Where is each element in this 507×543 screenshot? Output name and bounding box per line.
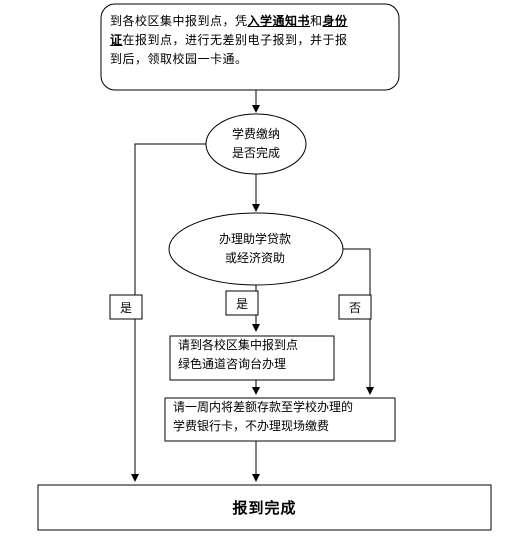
label-yes-middle-box: [225, 290, 259, 316]
start-box: 到各校区集中报到点，凭入学通知书和身份 证在报到点，进行无差别电子报到，并于报 …: [110, 12, 390, 74]
bank-deposit-line1: 请一周内将差额存款至学校办理的: [173, 400, 354, 414]
bank-deposit-shape: [164, 397, 396, 442]
bank-deposit-box: 请一周内将差额存款至学校办理的 学费银行卡，不办理现场缴费: [165, 398, 395, 441]
green-channel-line1: 请到各校区集中报到点: [178, 338, 299, 352]
start-box-shape: [100, 3, 400, 91]
decision-fee: 学费缴纳 是否完成: [206, 125, 306, 163]
start-line-3: 到后，领取校园一卡通。: [110, 52, 248, 66]
start-and-text: 和: [310, 14, 323, 28]
decision-fee-line2: 是否完成: [231, 146, 280, 160]
start-line2-text: 在报到点，进行无差别电子报到，并于报: [122, 33, 348, 47]
start-line-2: 证在报到点，进行无差别电子报到，并于报: [110, 31, 390, 50]
id-card-text-part1: 身份: [322, 14, 348, 28]
label-yes-left-box: [109, 294, 143, 320]
green-channel-box: 请到各校区集中报到点 绿色通道咨询台办理: [170, 336, 334, 380]
start-line-1: 到各校区集中报到点，凭入学通知书和身份: [110, 12, 390, 31]
bank-deposit-line2: 学费银行卡，不办理现场缴费: [173, 419, 330, 433]
label-yes-left: 是: [119, 300, 132, 315]
decision-fee-line1: 学费缴纳: [231, 127, 280, 141]
green-channel-line2: 绿色通道咨询台办理: [178, 357, 287, 371]
label-yes-middle: 是: [235, 296, 248, 311]
start-line1-text: 到各校区集中报到点，凭: [110, 14, 248, 28]
decision-aid-line2: 或经济资助: [224, 251, 285, 265]
end-box: 报到完成: [232, 498, 297, 517]
label-no: 否: [348, 300, 361, 315]
connector-aid-no-to-bank: [343, 248, 374, 395]
end-box-shape: [37, 484, 492, 531]
id-card-text-part2: 证: [110, 33, 123, 47]
green-channel-shape: [169, 335, 335, 381]
admission-notice-text: 入学通知书: [247, 14, 311, 28]
connector-fee-yes-to-end: [131, 143, 206, 482]
decision-aid-line1: 办理助学贷款: [218, 232, 291, 246]
label-no-box: [338, 294, 372, 320]
decision-aid: 办理助学贷款 或经济资助: [180, 230, 330, 268]
